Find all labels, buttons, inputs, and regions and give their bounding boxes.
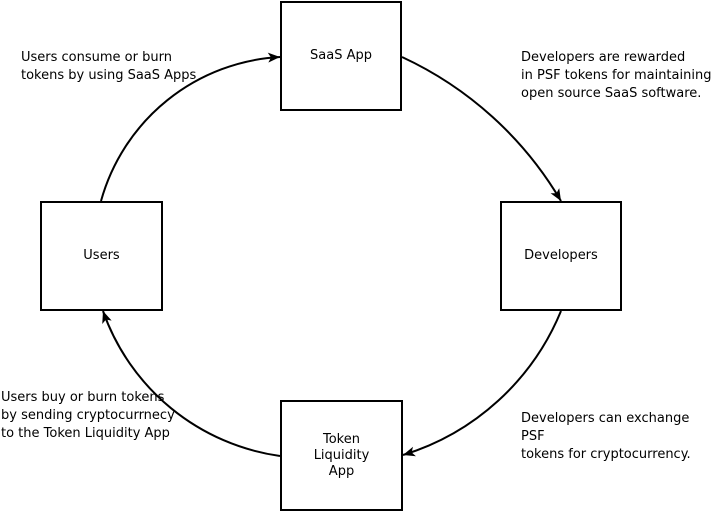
node-users-label: Users: [83, 248, 120, 263]
caption-developers-to-token: Developers can exchange PSF tokens for c…: [521, 411, 691, 462]
arrow-users-to-saas-app: [100, 52, 281, 202]
caption-users-to-saas: Users consume or burn tokens by using Sa…: [21, 50, 197, 83]
arrow-developers-to-token-liquidity-app: [402, 310, 562, 457]
node-token-liquidity-app: Token Liquidity App: [280, 400, 403, 511]
arrow-token-liquidity-app-to-users: [102, 310, 281, 457]
node-developers-label: Developers: [524, 248, 598, 263]
node-saas-app-label: SaaS App: [310, 48, 372, 63]
caption-token-to-users: Users buy or burn tokens by sending cryp…: [1, 390, 175, 441]
arrow-saas-app-to-developers: [401, 56, 562, 202]
node-saas-app: SaaS App: [280, 1, 402, 111]
node-developers: Developers: [500, 201, 622, 311]
node-token-liquidity-app-label: Token Liquidity App: [313, 431, 370, 479]
caption-saas-to-developers: Developers are rewarded in PSF tokens fo…: [521, 50, 712, 101]
node-users: Users: [40, 201, 163, 311]
